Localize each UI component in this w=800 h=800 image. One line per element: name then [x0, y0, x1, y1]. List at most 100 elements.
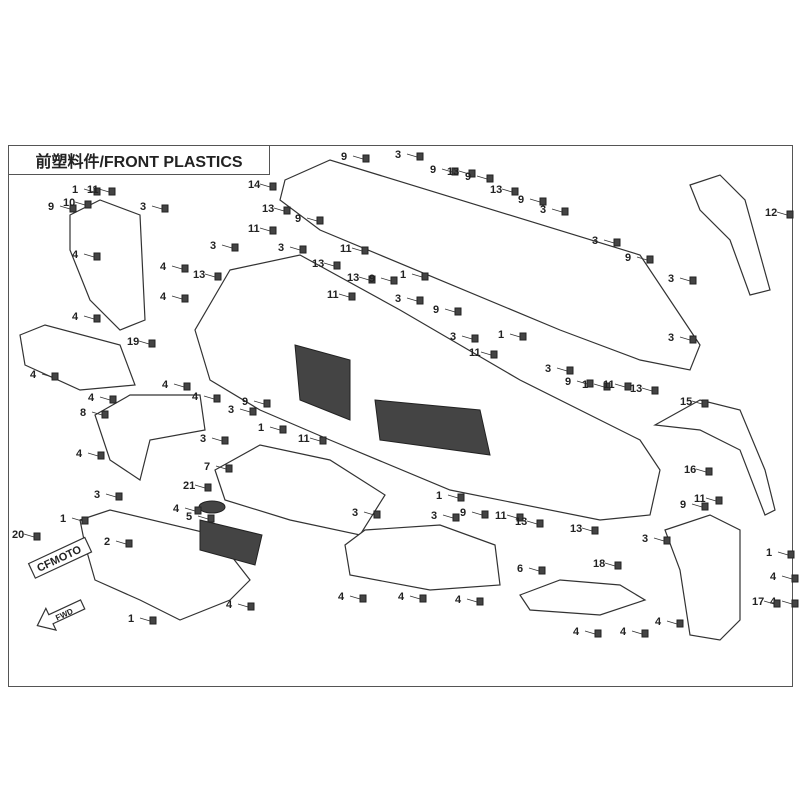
fastener-icon	[207, 514, 215, 523]
leader-line	[99, 396, 111, 401]
callout-1: 1	[128, 613, 134, 625]
leader-line	[641, 387, 653, 392]
callout-3: 3	[592, 235, 598, 247]
callout-9: 9	[433, 304, 439, 316]
fastener-icon	[269, 226, 277, 235]
leader-line	[105, 493, 117, 498]
callout-4: 4	[160, 291, 167, 303]
leader-line	[309, 437, 321, 442]
fastener-icon	[361, 246, 369, 255]
leader-line	[631, 630, 643, 635]
callout-1: 1	[436, 490, 442, 502]
leader-line	[691, 400, 703, 405]
callout-4: 4	[160, 261, 167, 273]
callout-11: 11	[694, 493, 706, 505]
part-19-mud-guard	[19, 324, 136, 391]
leader-line	[115, 540, 127, 545]
leader-line	[194, 484, 206, 489]
fastener-icon	[249, 407, 257, 416]
fastener-icon	[109, 395, 117, 404]
leader-line	[466, 598, 478, 603]
fastener-icon	[416, 152, 424, 161]
fastener-icon	[214, 272, 222, 281]
callout-4: 4	[88, 392, 95, 404]
leader-line	[666, 620, 678, 625]
leader-line	[781, 575, 793, 580]
leader-line	[604, 562, 616, 567]
leader-line	[411, 273, 423, 278]
callout-4: 4	[192, 391, 199, 403]
fastener-icon	[536, 519, 544, 528]
leader-line	[529, 198, 541, 203]
fastener-icon	[69, 204, 77, 213]
callout-12: 12	[765, 207, 777, 219]
leader-line	[458, 170, 470, 175]
leader-line	[776, 211, 788, 216]
callout-3: 3	[352, 507, 358, 519]
fastener-icon	[108, 187, 116, 196]
callout-13: 13	[312, 258, 324, 270]
part-18-lower-guard	[519, 579, 647, 616]
callout-4: 4	[770, 571, 777, 583]
callout-11: 11	[469, 347, 481, 359]
leader-line	[471, 511, 483, 516]
leader-line	[239, 408, 251, 413]
fastener-icon	[614, 561, 622, 570]
leader-line	[528, 567, 540, 572]
leader-line	[506, 514, 518, 519]
callout-3: 3	[431, 510, 437, 522]
callout-13: 13	[570, 523, 582, 535]
callout-18: 18	[593, 558, 605, 570]
part-outlines	[19, 159, 776, 641]
fastener-icon	[348, 292, 356, 301]
fastener-icon	[476, 597, 484, 606]
grille-right	[374, 399, 491, 456]
fastener-icon	[689, 335, 697, 344]
leader-line	[576, 380, 588, 385]
leader-line	[406, 297, 418, 302]
fastener-icon	[390, 276, 398, 285]
callout-9: 9	[242, 396, 248, 408]
grille-left	[294, 344, 351, 421]
leader-line	[584, 630, 596, 635]
fastener-icon	[225, 464, 233, 473]
fastener-icon	[368, 275, 376, 284]
callout-7: 7	[204, 461, 210, 473]
callout-9: 9	[625, 252, 631, 264]
leader-line	[691, 503, 703, 508]
callout-9: 9	[341, 151, 347, 163]
callout-11: 11	[603, 379, 615, 391]
fastener-icon	[148, 339, 156, 348]
leader-line	[237, 603, 249, 608]
callout-1: 1	[400, 269, 406, 281]
fastener-icon	[316, 216, 324, 225]
callout-17: 17	[752, 596, 764, 608]
leader-line	[204, 273, 216, 278]
fastener-icon	[663, 536, 671, 545]
fastener-icon	[181, 294, 189, 303]
callout-13: 13	[347, 272, 359, 284]
fastener-icon	[613, 238, 621, 247]
fastener-icon	[486, 174, 494, 183]
leader-line	[138, 340, 150, 345]
leader-line	[349, 595, 361, 600]
callout-9: 9	[369, 273, 375, 285]
fastener-icon	[689, 276, 697, 285]
callout-4: 4	[162, 379, 169, 391]
leader-line	[476, 175, 488, 180]
leader-line	[380, 277, 392, 282]
callout-15: 15	[680, 396, 692, 408]
leader-line	[259, 183, 271, 188]
leader-line	[653, 537, 665, 542]
fastener-icon	[701, 502, 709, 511]
callout-4: 4	[655, 616, 662, 628]
diagram-title: 前塑料件/FRONT PLASTICS	[8, 145, 270, 175]
leader-line	[83, 315, 95, 320]
fastener-icon	[773, 599, 781, 608]
leader-line	[444, 308, 456, 313]
fastener-icon	[715, 496, 723, 505]
callout-11: 11	[495, 510, 507, 522]
fastener-icon	[471, 334, 479, 343]
fastener-icon	[416, 296, 424, 305]
